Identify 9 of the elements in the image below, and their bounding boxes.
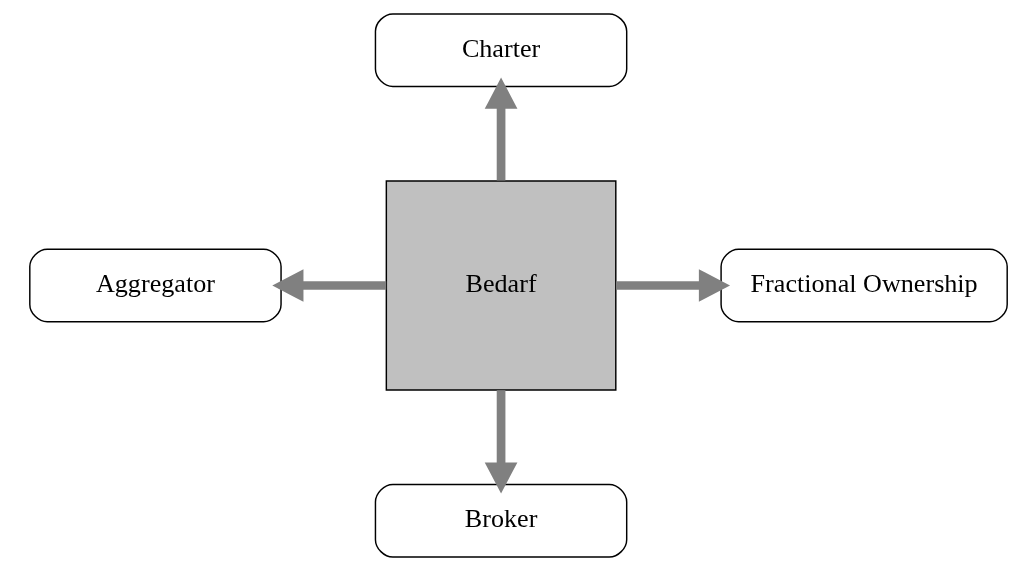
arrow (615, 269, 730, 302)
node-box: Broker (374, 483, 627, 558)
node-box: Aggregator (28, 248, 282, 323)
arrow (271, 269, 386, 302)
node-box: Charter (374, 13, 627, 88)
arrow (484, 77, 517, 181)
node-box: Fractional Ownership (719, 248, 1008, 323)
arrow (484, 390, 517, 494)
node-box: Bedarf (385, 180, 617, 391)
